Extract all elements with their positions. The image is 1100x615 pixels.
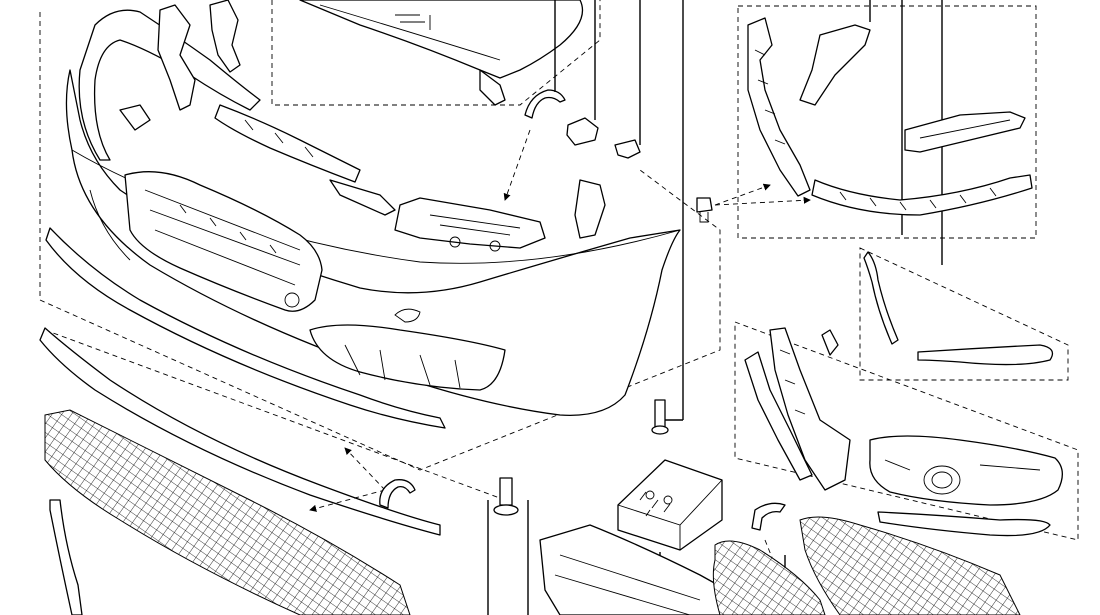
assembly-arrows bbox=[309, 129, 811, 591]
crossmember-group-outline bbox=[271, 0, 601, 106]
fog-lamp-opening bbox=[309, 324, 506, 391]
side-trim-strip bbox=[863, 251, 1054, 366]
front-bumper-cover bbox=[65, 69, 681, 416]
lower-grille-outline bbox=[44, 329, 506, 501]
left-upper-brackets bbox=[119, 0, 396, 216]
lower-u-clip bbox=[379, 479, 416, 509]
bracket-kit-box bbox=[737, 5, 1037, 239]
impact-absorber bbox=[124, 171, 323, 312]
bottom-grille-parts bbox=[539, 502, 1021, 615]
small-clip bbox=[614, 139, 641, 159]
side-guide bbox=[574, 179, 606, 239]
side-trim-box bbox=[859, 247, 1069, 381]
clips bbox=[524, 89, 641, 239]
clip-nut bbox=[566, 117, 599, 146]
leader-lines bbox=[487, 0, 943, 615]
fog-lamp-kit-box bbox=[734, 321, 1079, 541]
fastener-kit-box bbox=[617, 459, 723, 551]
centre-mounting-bracket bbox=[394, 197, 546, 252]
lower-spoiler-strips bbox=[39, 227, 446, 615]
u-clip bbox=[524, 89, 566, 119]
lower-grille bbox=[44, 409, 411, 615]
upper-crossmember bbox=[299, 0, 584, 106]
bracket-kit bbox=[747, 17, 1033, 216]
bolts bbox=[493, 197, 713, 516]
fog-lamp-kit bbox=[744, 327, 1063, 537]
